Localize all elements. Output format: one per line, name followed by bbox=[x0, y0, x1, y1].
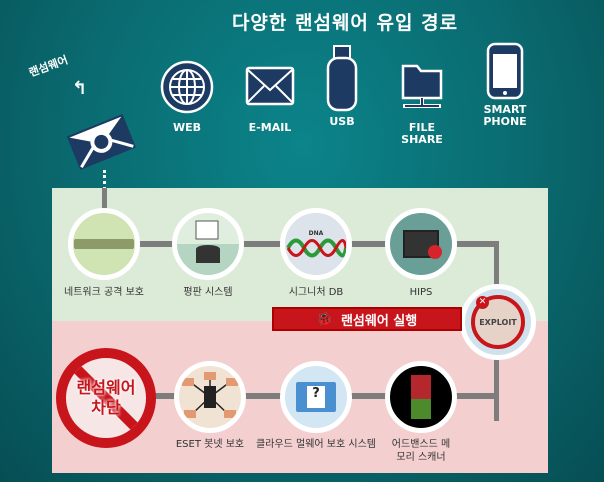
source-email: E-MAIL bbox=[240, 60, 300, 134]
connector bbox=[102, 188, 107, 218]
step-label: HIPS bbox=[409, 287, 433, 298]
exploit-blocker-icon: EXPLOIT bbox=[460, 284, 536, 360]
envelope-icon bbox=[245, 66, 295, 106]
globe-icon bbox=[160, 60, 214, 114]
source-usb: USB bbox=[312, 44, 372, 128]
reputation-system-icon bbox=[172, 208, 244, 280]
banner-label: 랜섬웨어 실행 bbox=[340, 313, 418, 329]
hips-icon bbox=[385, 208, 457, 280]
botnet-icon bbox=[174, 361, 246, 433]
close-x-icon: ✕ bbox=[476, 296, 489, 309]
source-label: SMART PHONE bbox=[483, 103, 527, 128]
bug-icon: 🐞 bbox=[316, 311, 333, 327]
file-share-icon bbox=[401, 64, 443, 108]
dotted-connector bbox=[103, 170, 106, 190]
dna-signature-icon: DNA bbox=[280, 208, 352, 280]
step-label: ESET 봇넷 보호 bbox=[175, 439, 245, 450]
source-file-share: FILE SHARE bbox=[392, 60, 452, 146]
source-label: WEB bbox=[172, 121, 202, 134]
protection-flow-panel: DNA 네트워크 공격 보호 평판 시스템 시그니처 DB HIPS EXPLO… bbox=[52, 188, 548, 473]
source-label: USB bbox=[329, 115, 355, 128]
usb-icon bbox=[326, 45, 358, 112]
cloud-malware-icon: ? bbox=[280, 361, 352, 433]
network-attack-icon bbox=[68, 208, 140, 280]
ransomware-tag: 랜섬웨어 bbox=[27, 53, 70, 80]
blocked-badge: 랜섬웨어 차단 bbox=[56, 348, 156, 448]
memory-scanner-icon bbox=[385, 361, 457, 433]
step-label: 시그니처 DB bbox=[288, 287, 344, 298]
step-label: 어드밴스드 메모리 스캐너 bbox=[391, 439, 451, 463]
source-web: WEB bbox=[157, 60, 217, 134]
page-title: 다양한 랜섬웨어 유입 경로 bbox=[231, 12, 459, 34]
dna-label: DNA bbox=[308, 229, 324, 237]
curved-arrow-icon: ↰ bbox=[72, 78, 88, 99]
infected-mail-icon bbox=[66, 113, 136, 170]
step-label: 클라우드 멀웨어 보호 시스템 bbox=[256, 439, 376, 450]
ransomware-execution-banner: 🐞 랜섬웨어 실행 bbox=[272, 307, 462, 331]
source-label: FILE SHARE bbox=[401, 121, 443, 146]
step-label: 네트워크 공격 보호 bbox=[64, 287, 144, 298]
blocked-label: 랜섬웨어 차단 bbox=[76, 378, 136, 417]
smartphone-icon bbox=[486, 42, 524, 100]
source-label: E-MAIL bbox=[248, 121, 292, 134]
exploit-label: EXPLOIT bbox=[471, 295, 525, 349]
source-smartphone: SMART PHONE bbox=[475, 42, 535, 128]
step-label: 평판 시스템 bbox=[183, 287, 233, 298]
